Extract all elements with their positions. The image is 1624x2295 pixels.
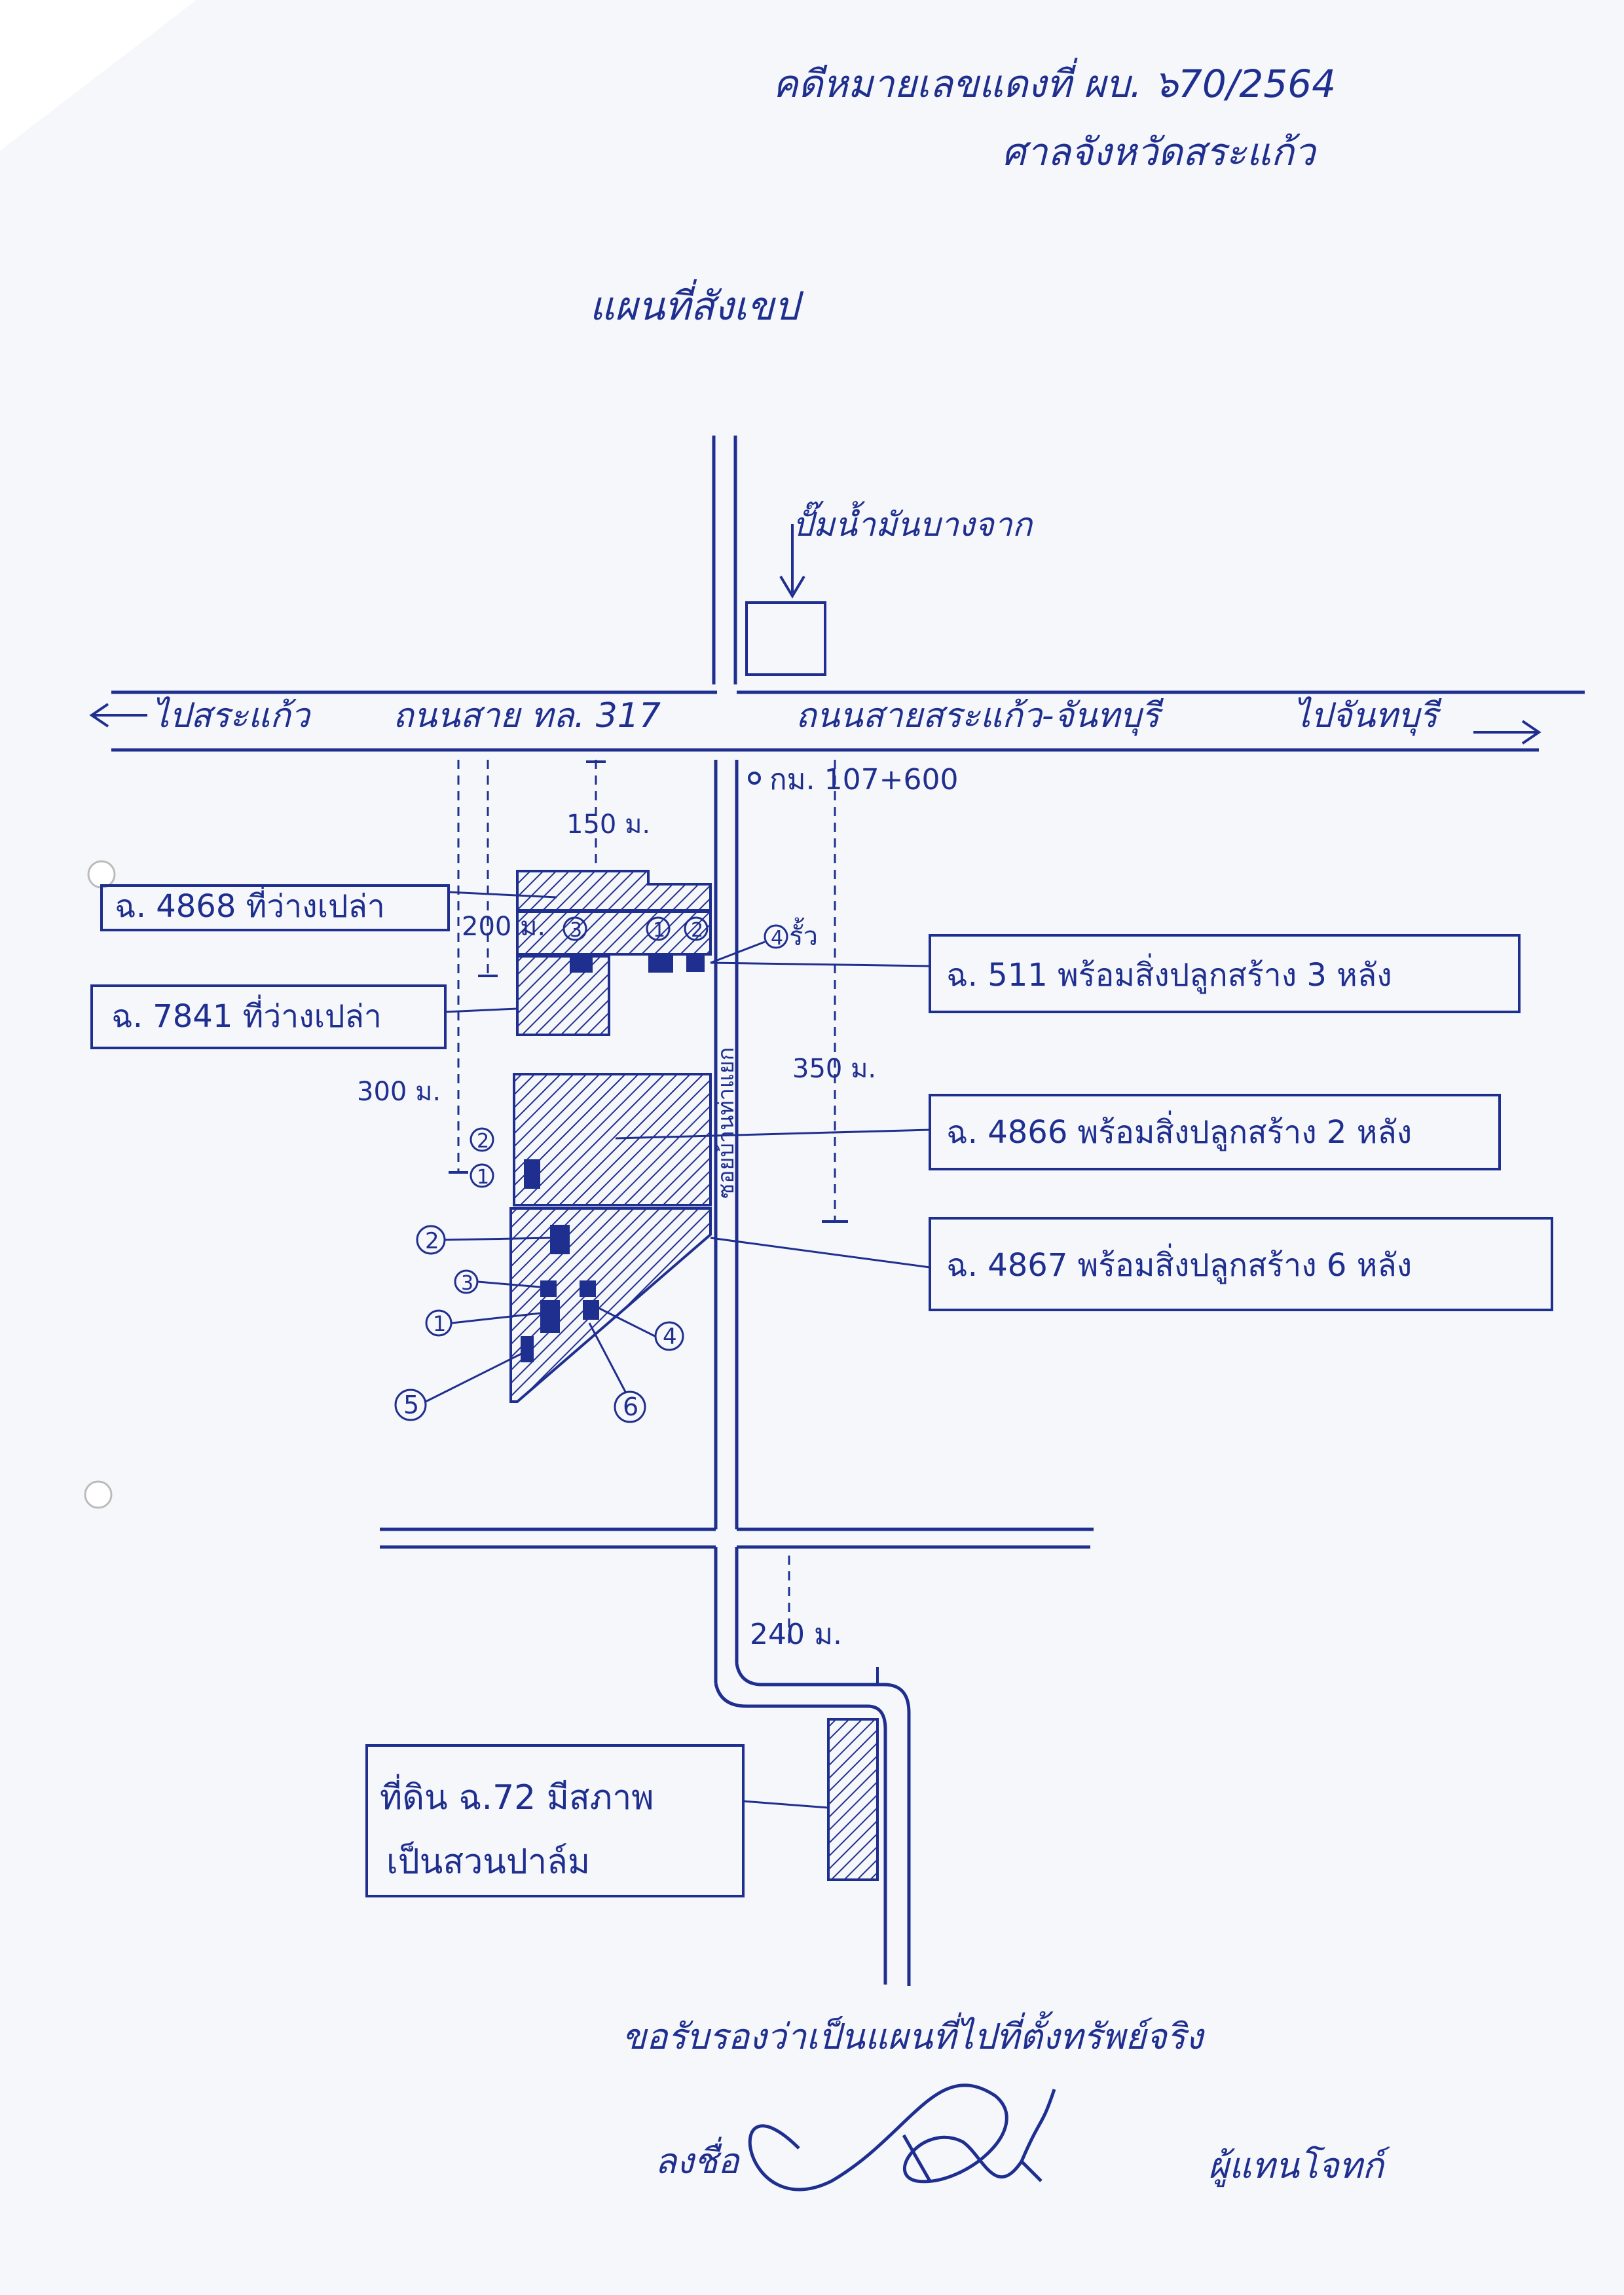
soi-road bbox=[714, 760, 911, 1986]
arrow-left bbox=[89, 703, 147, 728]
box-72-line1: ที่ดิน ฉ.72 มีสภาพ bbox=[380, 1774, 654, 1818]
distance-150: 150 ม. bbox=[566, 810, 650, 840]
marker-1: 1 bbox=[433, 1311, 446, 1336]
page-title: แผนที่สังเขป bbox=[589, 279, 804, 329]
to-sakaeo-label: ไปสระแก้ว bbox=[152, 696, 312, 736]
marker-4: 4 bbox=[771, 927, 783, 950]
marker-6: 6 bbox=[623, 1392, 638, 1421]
gas-station-label: ปั๊มน้ำมันบางจาก bbox=[792, 501, 1034, 544]
marker-leaders bbox=[425, 941, 766, 1403]
buildings bbox=[521, 953, 705, 1362]
parcel-4867 bbox=[509, 1207, 712, 1403]
parcel-4868 bbox=[516, 870, 712, 912]
km-marker-icon bbox=[748, 772, 761, 785]
parcel-4866 bbox=[513, 1073, 712, 1206]
box-4867-label: ฉ. 4867 พร้อมสิ่งปลูกสร้าง 6 หลัง bbox=[946, 1243, 1412, 1284]
box-4868 bbox=[100, 884, 450, 931]
court-name: ศาลจังหวัดสระแก้ว bbox=[1002, 130, 1318, 174]
parcel-511 bbox=[516, 910, 712, 956]
km-marker-label: กม. 107+600 bbox=[769, 763, 958, 796]
box-4868-label: ฉ. 4868 ที่ว่างเปล่า bbox=[115, 884, 385, 925]
parcels bbox=[509, 870, 879, 1881]
arrow-right bbox=[1473, 720, 1541, 745]
certify-text: ขอรับรองว่าเป็นแผนที่ไปที่ตั้งทรัพย์จริง bbox=[622, 2011, 1206, 2057]
marker-3: 3 bbox=[461, 1272, 473, 1295]
box-7841 bbox=[90, 984, 447, 1049]
dimension-ends bbox=[449, 760, 879, 1683]
building-markers bbox=[394, 916, 788, 1423]
north-road bbox=[712, 436, 737, 684]
role-label: ผู้แทนโจทก์ bbox=[1208, 2145, 1391, 2188]
dimension-lines bbox=[457, 760, 836, 1644]
distance-300: 300 ม. bbox=[357, 1077, 441, 1107]
road-317-label: ถนนสาย ทล. 317 bbox=[393, 696, 661, 736]
distance-350: 350 ม. bbox=[792, 1054, 876, 1084]
signature-icon bbox=[748, 2083, 1056, 2192]
road-name-label: ถนนสายสระแก้ว-จันทบุรี bbox=[796, 696, 1164, 736]
marker-1: 1 bbox=[477, 1166, 489, 1189]
marker-2: 2 bbox=[425, 1228, 439, 1254]
box-4867 bbox=[929, 1217, 1553, 1311]
box-4866 bbox=[929, 1094, 1501, 1170]
parcel-72 bbox=[827, 1718, 879, 1881]
to-chanthaburi-label: ไปจันทบุรี bbox=[1293, 696, 1442, 736]
distance-240: 240 ม. bbox=[750, 1618, 842, 1651]
punch-hole bbox=[84, 1480, 113, 1509]
gas-station bbox=[745, 524, 826, 676]
main-road bbox=[111, 690, 1585, 752]
marker-5: 5 bbox=[403, 1390, 419, 1419]
box-511-label: ฉ. 511 พร้อมสิ่งปลูกสร้าง 3 หลัง bbox=[946, 953, 1392, 994]
cross-road bbox=[380, 1527, 1094, 1549]
box-72 bbox=[365, 1744, 745, 1897]
punch-hole bbox=[87, 860, 116, 889]
label-boxes bbox=[90, 884, 1553, 1897]
marker-2: 2 bbox=[691, 919, 703, 942]
soi-label: ซอยบ้านท่าแยก bbox=[713, 1047, 739, 1199]
box-7841-label: ฉ. 7841 ที่ว่างเปล่า bbox=[111, 994, 382, 1035]
case-number: คดีหมายเลขแดงที่ ผบ. ๖70/2564 bbox=[773, 58, 1336, 106]
sign-label: ลงชื่อ bbox=[655, 2136, 741, 2182]
box-4866-label: ฉ. 4866 พร้อมสิ่งปลูกสร้าง 2 หลัง bbox=[946, 1110, 1412, 1151]
marker-3: 3 bbox=[570, 919, 582, 942]
box-511 bbox=[929, 934, 1521, 1013]
marker-2: 2 bbox=[477, 1130, 489, 1153]
box-72-line2: เป็นสวนปาล์ม bbox=[386, 1842, 590, 1882]
marker-1: 1 bbox=[653, 919, 665, 942]
parcel-7841 bbox=[516, 955, 610, 1036]
folded-corner bbox=[0, 0, 196, 151]
box-leaders bbox=[445, 891, 931, 1809]
fence-label: รั้ว bbox=[789, 917, 818, 952]
marker-4: 4 bbox=[663, 1324, 677, 1350]
